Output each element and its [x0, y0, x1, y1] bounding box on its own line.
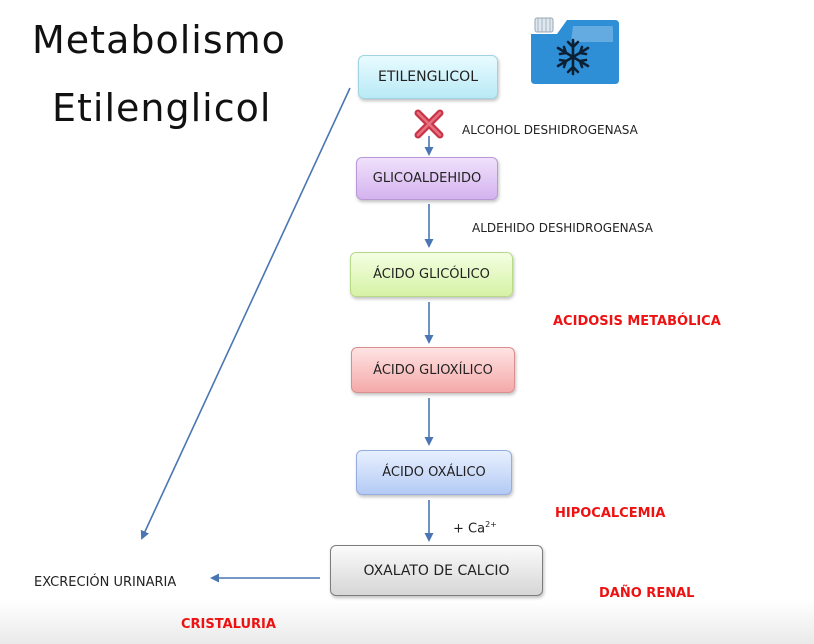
calcium-label: + Ca2+: [453, 520, 497, 536]
enzyme-alcohol-label: ALCOHOL DESHIDROGENASA: [462, 123, 638, 137]
node-acido-oxalico: ÁCIDO OXÁLICO: [356, 450, 512, 495]
effect-acidosis: ACIDOSIS METABÓLICA: [553, 314, 721, 329]
node-glicoaldehido: GLICOALDEHIDO: [356, 157, 498, 200]
effect-hipocalcemia: HIPOCALCEMIA: [555, 506, 666, 521]
enzyme-aldehido-label: ALDEHIDO DESHIDROGENASA: [472, 221, 653, 235]
node-acido-glioxilico: ÁCIDO GLIOXÍLICO: [351, 347, 515, 393]
antifreeze-container-icon: [531, 17, 619, 84]
effect-cristaluria: CRISTALURIA: [181, 617, 276, 632]
arrow-etilenglicol-excrecion: [140, 87, 351, 540]
title-line-2: Etilenglicol: [52, 86, 272, 130]
calcium-charge: 2+: [485, 520, 497, 529]
inhibition-x-icon: [414, 109, 444, 139]
node-acido-glicolico: ÁCIDO GLICÓLICO: [350, 252, 513, 297]
excretion-label: EXCRECIÓN URINARIA: [34, 575, 177, 590]
calcium-prefix: + Ca: [453, 521, 486, 537]
title-line-1: Metabolismo: [32, 18, 286, 62]
node-etilenglicol: ETILENGLICOL: [358, 55, 498, 99]
effect-dano-renal: DAÑO RENAL: [599, 586, 695, 601]
node-oxalato-calcio: OXALATO DE CALCIO: [330, 545, 543, 596]
bottom-shade: [0, 600, 814, 644]
